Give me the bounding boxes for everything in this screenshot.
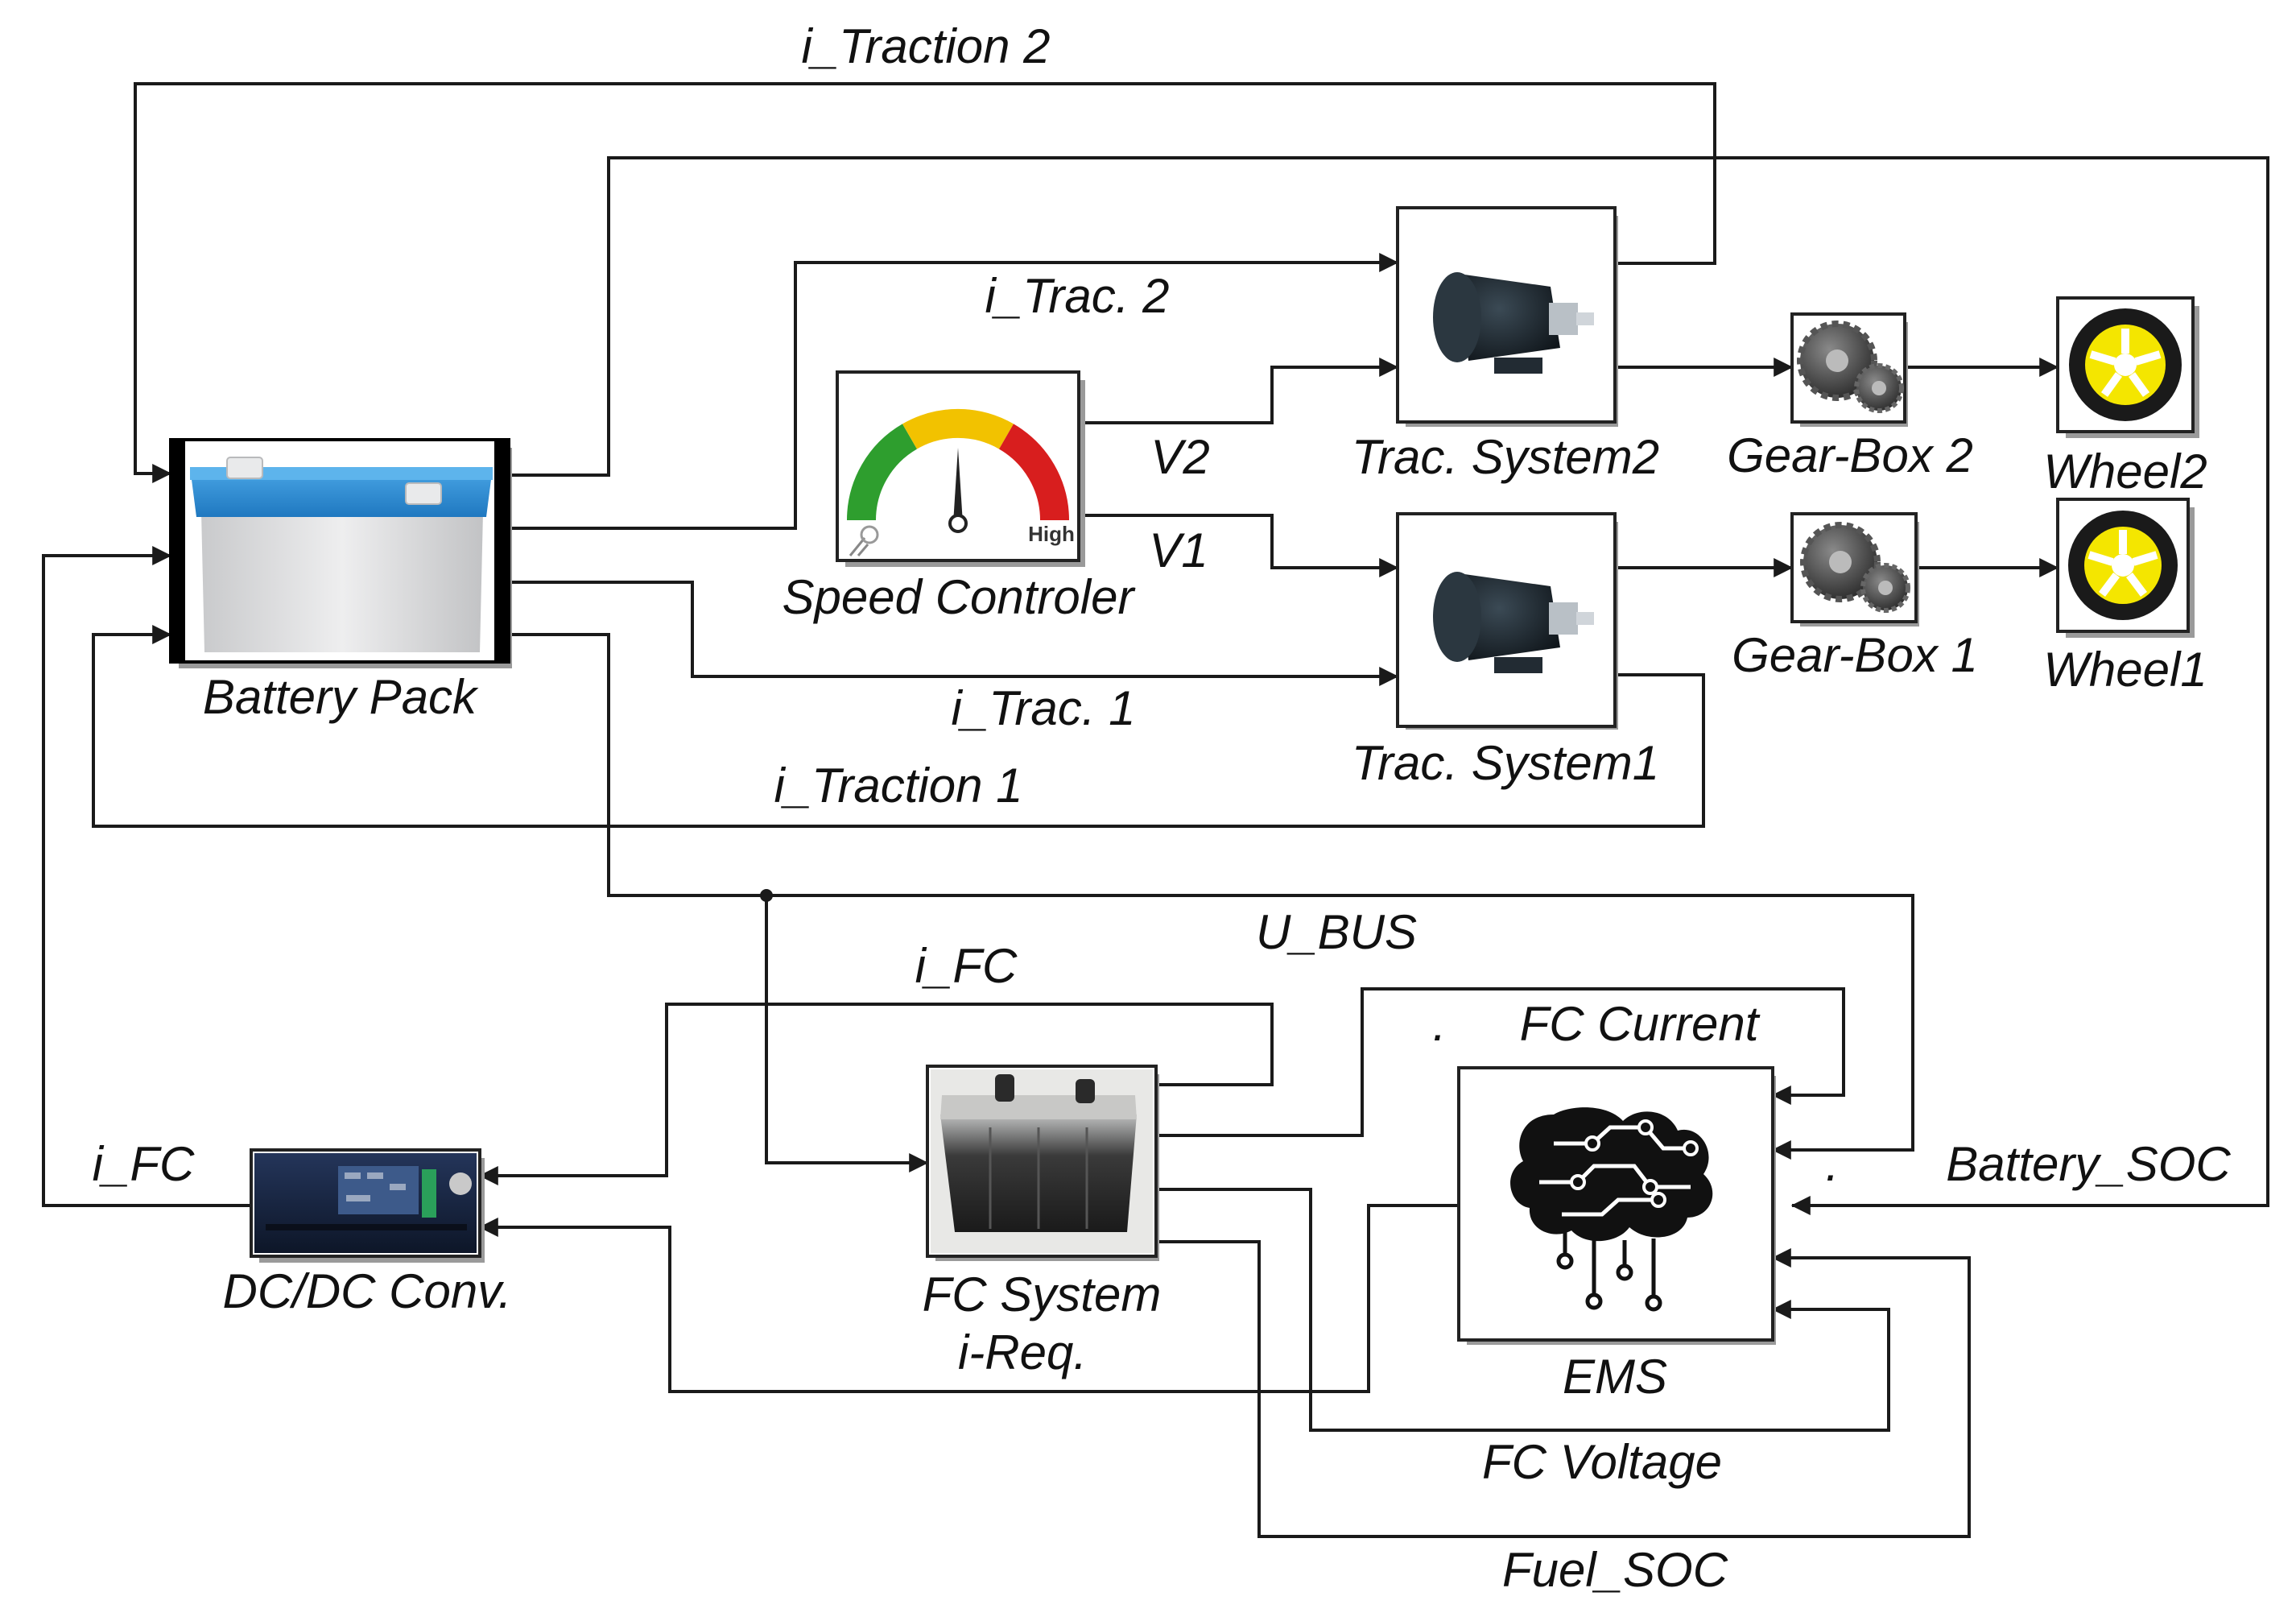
wire-fc-current[interactable] — [1156, 987, 1845, 1137]
wheel2-block[interactable] — [2056, 296, 2199, 438]
label-i-fc-left: i_FC — [93, 1137, 195, 1191]
wire-i-traction1[interactable] — [92, 625, 1705, 828]
wire-i-fc-top[interactable] — [478, 1003, 1274, 1185]
fc-system-block[interactable] — [926, 1065, 1159, 1261]
label-i-fc-top: i_FC — [915, 939, 1018, 993]
fuel-cell-icon — [931, 1069, 1153, 1253]
gear-box1-label: Gear-Box 1 — [1732, 628, 1978, 682]
trac-system1-block[interactable] — [1396, 512, 1618, 730]
trac-system1-label: Trac. System1 — [1352, 736, 1659, 790]
junction-dot — [760, 889, 773, 902]
label-fuel-soc: Fuel_SOC — [1502, 1543, 1728, 1597]
label-dot1: . — [1433, 997, 1447, 1051]
brain-circuit-icon — [1510, 1107, 1713, 1312]
label-i-traction1: i_Traction 1 — [774, 759, 1022, 813]
signal-wires — [42, 82, 2269, 1538]
ems-label: EMS — [1563, 1350, 1667, 1404]
label-fc-voltage: FC Voltage — [1482, 1435, 1722, 1489]
wire-u-bus[interactable] — [509, 633, 1914, 1160]
battery-pack-block[interactable] — [169, 438, 512, 668]
trac-system2-block[interactable] — [1396, 206, 1618, 427]
motor-icon — [1433, 572, 1594, 673]
gear-box2-block[interactable] — [1790, 312, 1908, 427]
gears-icon — [1800, 522, 1910, 613]
battery-icon — [190, 457, 493, 652]
signal-labels: i_Traction 2 i_Trac. 2 V2 V1 i_Trac. 1 i… — [93, 19, 2232, 1597]
speedometer-icon: High — [846, 408, 1075, 556]
battery-pack-label: Battery Pack — [203, 670, 479, 724]
wheel-icon — [2068, 511, 2178, 620]
wheel1-label: Wheel1 — [2043, 643, 2207, 697]
wire-i-trac1[interactable] — [509, 581, 1399, 686]
wheel-icon — [2069, 308, 2182, 421]
label-v1: V1 — [1149, 523, 1208, 577]
wire-i-fc-left[interactable] — [42, 546, 251, 1207]
label-dot2: . — [1826, 1137, 1840, 1191]
wire-v1[interactable] — [1080, 514, 1399, 577]
gear-box2-label: Gear-Box 2 — [1727, 428, 1973, 482]
wire-v2[interactable] — [1080, 358, 1399, 424]
wire-fuel-soc[interactable] — [1156, 1240, 1971, 1538]
speed-controler-block[interactable]: High — [836, 370, 1085, 567]
label-i-trac2: i_Trac. 2 — [985, 269, 1170, 323]
dcdc-conv-label: DC/DC Conv. — [223, 1264, 512, 1318]
wire-ems-dcdc[interactable] — [478, 1204, 1459, 1393]
gear-box1-block[interactable] — [1790, 512, 1919, 627]
wire-u-bus-fc[interactable] — [765, 895, 929, 1172]
wire-i-trac2[interactable] — [509, 253, 1399, 530]
speed-controler-label: Speed Controler — [783, 570, 1136, 624]
motor-icon — [1433, 272, 1594, 374]
trac-system2-label: Trac. System2 — [1352, 430, 1659, 484]
label-v2: V2 — [1150, 430, 1209, 484]
label-u-bus: U_BUS — [1256, 905, 1417, 959]
label-i-trac1: i_Trac. 1 — [952, 681, 1136, 735]
wire-i-traction2[interactable] — [134, 82, 1716, 483]
label-battery-soc: Battery_SOC — [1946, 1137, 2231, 1191]
converter-icon — [254, 1153, 477, 1253]
wire-battery-soc[interactable] — [509, 156, 2269, 1215]
ems-block[interactable] — [1457, 1066, 1776, 1345]
label-fc-current: FC Current — [1520, 997, 1761, 1051]
wheel2-label: Wheel2 — [2043, 445, 2207, 498]
wire-fc-voltage[interactable] — [1156, 1188, 1890, 1432]
speedometer-high-text: High — [1028, 522, 1075, 546]
fc-system-label-line1: FC System — [923, 1268, 1162, 1321]
wheel1-block[interactable] — [2056, 498, 2195, 638]
fc-system-label-line2: i-Req. — [958, 1325, 1087, 1379]
label-i-traction2: i_Traction 2 — [801, 19, 1050, 73]
dcdc-conv-block[interactable] — [250, 1148, 485, 1263]
gears-icon — [1797, 321, 1904, 413]
